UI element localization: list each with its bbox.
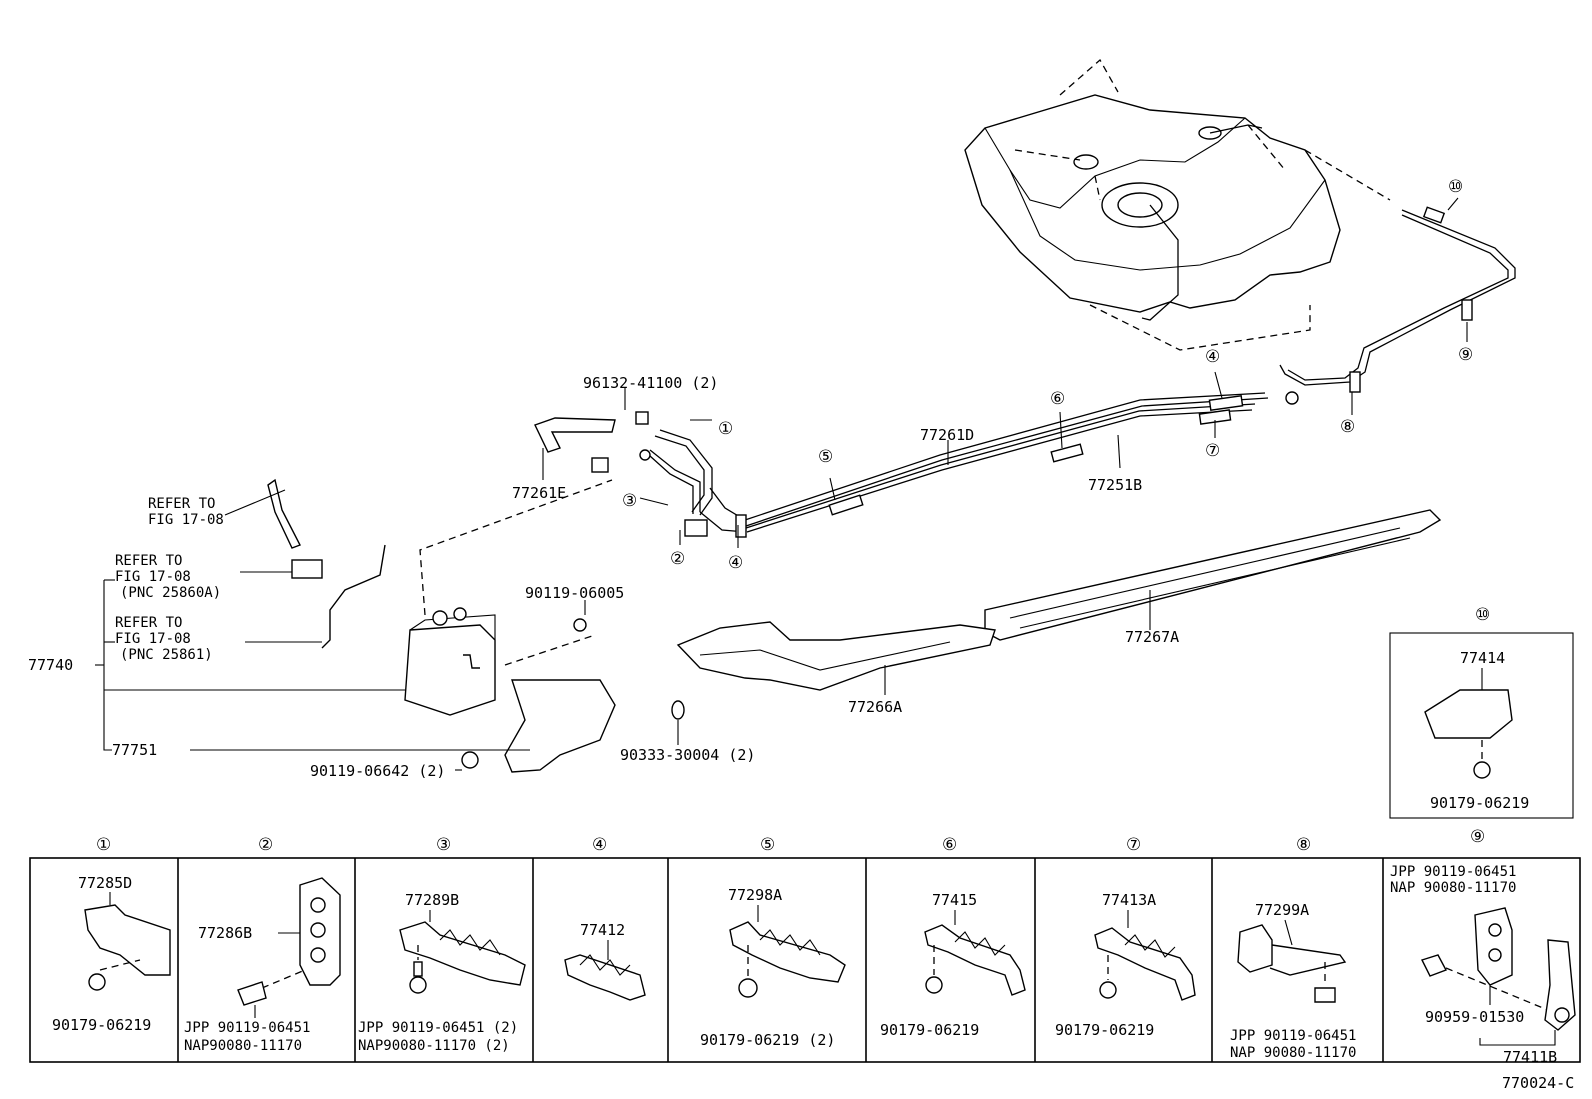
detail-7-fastener: 90179-06219	[1055, 1021, 1154, 1039]
detail-5-fastener: 90179-06219 (2)	[700, 1031, 835, 1049]
callout-2: ②	[670, 549, 685, 569]
callout-8: ⑧	[1340, 417, 1355, 437]
detail-5: 77298A 90179-06219 (2)	[700, 886, 846, 1049]
canister-bracket	[461, 618, 685, 773]
callout-3: ③	[622, 491, 637, 511]
detail-6: 77415 90179-06219	[880, 891, 1026, 1039]
label-96132-41100: 96132-41100 (2)	[583, 374, 718, 392]
fuel-tube-protectors	[676, 509, 1442, 691]
detail-2-part: 77286B	[198, 924, 252, 942]
inset10-part: 77414	[1460, 649, 1505, 667]
callout-4-rear: ④	[1205, 347, 1220, 367]
detail-6-number: ⑥	[942, 835, 957, 855]
detail-3-fastener-jpp: JPP 90119-06451 (2)	[358, 1020, 518, 1036]
charcoal-canister	[404, 479, 613, 716]
callout-4-front: ④	[728, 553, 743, 573]
callout-10: ⑩	[1448, 177, 1463, 197]
detail-2: 77286B JPP 90119-06451 NAP90080-11170	[184, 877, 341, 1054]
callout-6: ⑥	[1050, 389, 1065, 409]
detail-3: 77289B JPP 90119-06451 (2) NAP90080-1117…	[358, 891, 526, 1054]
detail-8-fastener-nap: NAP 90080-11170	[1230, 1045, 1356, 1061]
label-77251b: 77251B	[1088, 476, 1142, 494]
detail-8-number: ⑧	[1296, 835, 1311, 855]
refer-to-2-line-3: (PNC 25860A)	[120, 585, 221, 601]
callout-numbers: ① ② ③ ④ ⑤ ⑥ ④ ⑦ ⑧ ⑨ ⑩	[622, 177, 1473, 573]
fuel-tubes	[534, 206, 1516, 538]
detail-4-number: ④	[592, 835, 607, 855]
detail-6-part: 77415	[932, 891, 977, 909]
refer-to-3-line-2: FIG 17-08	[115, 631, 191, 647]
callout-5: ⑤	[818, 447, 833, 467]
inset10-nut: 90179-06219	[1430, 794, 1529, 812]
detail-numbers: ① ② ③ ④ ⑤ ⑥ ⑦ ⑧ ⑨	[96, 827, 1485, 855]
detail-5-number: ⑤	[760, 835, 775, 855]
callout-9: ⑨	[1458, 345, 1473, 365]
drawing-code: 770024-C	[1502, 1074, 1574, 1092]
inset-detail-10: ⑩ 77414 90179-06219	[1389, 605, 1574, 819]
label-90119-06005: 90119-06005	[525, 584, 624, 602]
label-77751: 77751	[112, 741, 157, 759]
label-90333-30004: 90333-30004 (2)	[620, 746, 755, 764]
detail-4-part: 77412	[580, 921, 625, 939]
detail-9-number: ⑨	[1470, 827, 1485, 847]
main-labels: 96132-41100 (2) 77261E 77261D 77251B REF…	[28, 374, 1179, 780]
label-77266a: 77266A	[848, 698, 902, 716]
detail-1-fastener: 90179-06219	[52, 1016, 151, 1034]
callout-1: ①	[718, 419, 733, 439]
detail-7-number: ⑦	[1126, 835, 1141, 855]
label-77740: 77740	[28, 656, 73, 674]
label-77261d: 77261D	[920, 426, 974, 444]
detail-1-part: 77285D	[78, 874, 132, 892]
detail-5-part: 77298A	[728, 886, 782, 904]
detail-panel	[29, 857, 1581, 1063]
detail-1-number: ①	[96, 835, 111, 855]
detail-1: 77285D 90179-06219	[52, 874, 171, 1034]
detail-8: 77299A JPP 90119-06451 NAP 90080-11170	[1230, 901, 1356, 1061]
detail-7: 77413A 90179-06219	[1055, 891, 1196, 1039]
label-90119-06642: 90119-06642 (2)	[310, 762, 445, 780]
detail-6-fastener: 90179-06219	[880, 1021, 979, 1039]
vsv-bracket	[267, 478, 386, 649]
detail-7-part: 77413A	[1102, 891, 1156, 909]
detail-2-number: ②	[258, 835, 273, 855]
refer-to-1-line-2: FIG 17-08	[148, 512, 224, 528]
detail-9-clip: 90959-01530	[1425, 1008, 1524, 1026]
detail-9-part: 77411B	[1503, 1048, 1557, 1066]
detail-2-fastener-nap: NAP90080-11170	[184, 1038, 302, 1054]
refer-to-3-line-3: (PNC 25861)	[120, 647, 213, 663]
refer-to-1-line-1: REFER TO	[148, 496, 215, 512]
label-77267a: 77267A	[1125, 628, 1179, 646]
detail-9-fastener-jpp: JPP 90119-06451	[1390, 864, 1516, 880]
detail-8-part: 77299A	[1255, 901, 1309, 919]
callout-7: ⑦	[1205, 441, 1220, 461]
refer-to-2-line-1: REFER TO	[115, 553, 182, 569]
inset10-number: ⑩	[1475, 605, 1490, 625]
detail-4: 77412	[564, 921, 646, 1001]
leader-lines	[95, 197, 1468, 771]
detail-9: JPP 90119-06451 NAP 90080-11170 90959-01…	[1390, 864, 1576, 1066]
refer-to-2-line-2: FIG 17-08	[115, 569, 191, 585]
detail-9-fastener-nap: NAP 90080-11170	[1390, 880, 1516, 896]
refer-to-3-line-1: REFER TO	[115, 615, 182, 631]
detail-3-number: ③	[436, 835, 451, 855]
label-77261e: 77261E	[512, 484, 566, 502]
detail-2-fastener-jpp: JPP 90119-06451	[184, 1020, 310, 1036]
fuel-tank	[964, 58, 1391, 351]
detail-3-part: 77289B	[405, 891, 459, 909]
detail-3-fastener-nap: NAP90080-11170 (2)	[358, 1038, 510, 1054]
detail-8-fastener-jpp: JPP 90119-06451	[1230, 1028, 1356, 1044]
